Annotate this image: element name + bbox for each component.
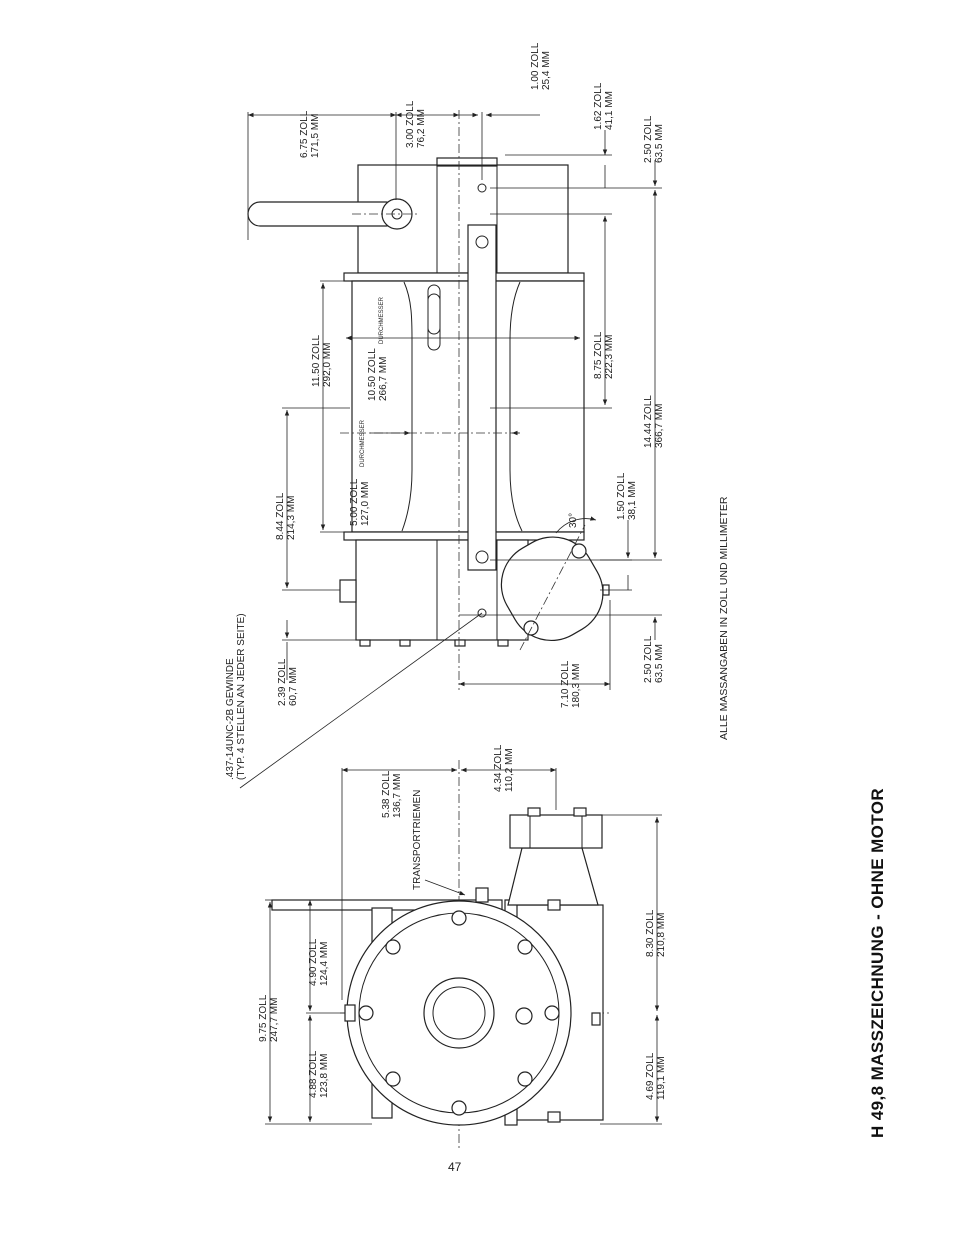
dim-4-34-mm: 110,2 MM	[504, 748, 515, 792]
dim-7-10-in: 7.10 ZOLL	[560, 660, 571, 708]
dim-10-50-sub: DURCHMESSER	[379, 296, 385, 344]
dim-4-34-in: 4.34 ZOLL	[493, 744, 504, 792]
dim-5-00-sub: DURCHMESSER	[360, 419, 366, 467]
thread-note-line1: .437-14UNC-2B GEWINDE	[225, 658, 236, 780]
page-title: H 49,8 MASSZEICHNUNG - OHNE MOTOR	[868, 787, 887, 1138]
dim-5-00-in: 5.00 ZOLL	[349, 478, 360, 526]
dim-2-39-in: 2.39 ZOLL	[277, 658, 288, 706]
dim-6-75-mm: 171,5 MM	[310, 114, 321, 158]
dim-2-50-bottom-mm: 63,5 MM	[654, 644, 665, 683]
svg-text:1.50 ZOLL38,1 MM: 1.50 ZOLL38,1 MM	[616, 472, 638, 520]
svg-text:1.00 ZOLL25,4 MM: 1.00 ZOLL25,4 MM	[530, 42, 552, 90]
dim-11-50-in: 11.50 ZOLL	[311, 334, 322, 387]
dim-8-44-in: 8.44 ZOLL	[275, 492, 286, 540]
dim-1-50-in: 1.50 ZOLL	[616, 472, 627, 520]
svg-text:4.34 ZOLL110,2 MM: 4.34 ZOLL110,2 MM	[493, 744, 515, 792]
svg-text:4.90 ZOLL124,4 MM: 4.90 ZOLL124,4 MM	[308, 938, 330, 986]
dim-7-10-mm: 180,3 MM	[571, 664, 582, 708]
svg-text:8.75 ZOLL222,3 MM: 8.75 ZOLL222,3 MM	[593, 331, 615, 379]
dim-2-50-bottom-in: 2.50 ZOLL	[643, 635, 654, 683]
winch-end-view	[271, 760, 610, 1150]
page-number: 47	[448, 1160, 462, 1174]
svg-text:4.88 ZOLL123,8 MM: 4.88 ZOLL123,8 MM	[308, 1050, 330, 1098]
end-view-dimensions	[265, 767, 662, 1125]
svg-text:5.38 ZOLL136,7 MM: 5.38 ZOLL136,7 MM	[381, 770, 403, 818]
dim-11-50-mm: 292,0 MM	[322, 343, 333, 387]
units-footnote: ALLE MASSANGABEN IN ZOLL UND MILLIMETER	[718, 496, 730, 740]
dim-3-00-mm: 76,2 MM	[416, 109, 427, 148]
svg-text:3.00 ZOLL76,2 MM: 3.00 ZOLL76,2 MM	[405, 100, 427, 148]
dim-2-50-top-mm: 63,5 MM	[654, 124, 665, 163]
dim-14-44-in: 14.44 ZOLL	[643, 395, 654, 448]
dim-1-62-in: 1.62 ZOLL	[593, 82, 604, 130]
end-view-labels: 5.38 ZOLL136,7 MM 4.34 ZOLL110,2 MM TRAN…	[258, 744, 667, 1100]
dim-4-90-mm: 124,4 MM	[319, 942, 330, 986]
dim-8-75-in: 8.75 ZOLL	[593, 331, 604, 379]
dim-1-50-mm: 38,1 MM	[627, 481, 638, 520]
svg-text:11.50 ZOLL292,0 MM: 11.50 ZOLL292,0 MM	[311, 334, 333, 387]
dim-6-75-in: 6.75 ZOLL	[299, 110, 310, 158]
dim-1-00-mm: 25,4 MM	[541, 51, 552, 90]
dim-10-50-mm: 266,7 MM	[378, 357, 389, 401]
dim-8-44-mm: 214,3 MM	[286, 496, 297, 540]
dim-8-30-in: 8.30 ZOLL	[645, 909, 656, 957]
dim-4-88-in: 4.88 ZOLL	[308, 1050, 319, 1098]
dim-10-50-in: 10.50 ZOLL	[367, 348, 378, 401]
dim-9-75-mm: 247,7 MM	[269, 998, 280, 1042]
thread-note-line2: (TYP. 4 STELLEN AN JEDER SEITE)	[236, 613, 247, 780]
dim-1-00-in: 1.00 ZOLL	[530, 42, 541, 90]
svg-text:2.50 ZOLL63,5 MM: 2.50 ZOLL63,5 MM	[643, 115, 665, 163]
svg-text:1.62 ZOLL41,1 MM: 1.62 ZOLL41,1 MM	[593, 82, 615, 130]
dim-8-75-mm: 222,3 MM	[604, 335, 615, 379]
svg-text:10.50 ZOLL266,7 MM: 10.50 ZOLL266,7 MM	[367, 348, 389, 401]
dim-1-62-mm: 41,1 MM	[604, 91, 615, 130]
svg-text:2.39 ZOLL60,7 MM: 2.39 ZOLL60,7 MM	[277, 658, 299, 706]
transport-strap-label: TRANSPORTRIEMEN	[412, 790, 423, 890]
svg-text:14.44 ZOLL366,7 MM: 14.44 ZOLL366,7 MM	[643, 395, 665, 448]
dim-4-88-mm: 123,8 MM	[319, 1054, 330, 1098]
dim-8-30-mm: 210,8 MM	[656, 913, 667, 957]
dim-4-90-in: 4.90 ZOLL	[308, 938, 319, 986]
dim-4-69-mm: 119,1 MM	[656, 1056, 667, 1100]
dim-5-38-in: 5.38 ZOLL	[381, 770, 392, 818]
dim-2-39-mm: 60,7 MM	[288, 667, 299, 706]
svg-text:.437-14UNC-2B GEWINDE(TYP. 4 S: .437-14UNC-2B GEWINDE(TYP. 4 STELLEN AN …	[225, 613, 247, 780]
svg-text:4.69 ZOLL119,1 MM: 4.69 ZOLL119,1 MM	[645, 1052, 667, 1100]
dim-3-00-in: 3.00 ZOLL	[405, 100, 416, 148]
svg-text:5.00 ZOLL127,0 MM: 5.00 ZOLL127,0 MM	[349, 478, 371, 526]
side-view-dimensions	[239, 112, 662, 789]
dim-5-38-mm: 136,7 MM	[392, 774, 403, 818]
dim-14-44-mm: 366,7 MM	[654, 404, 665, 448]
dim-5-00-mm: 127,0 MM	[360, 482, 371, 526]
svg-text:8.44 ZOLL214,3 MM: 8.44 ZOLL214,3 MM	[275, 492, 297, 540]
svg-text:9.75 ZOLL247,7 MM: 9.75 ZOLL247,7 MM	[258, 994, 280, 1042]
svg-text:8.30 ZOLL210,8 MM: 8.30 ZOLL210,8 MM	[645, 909, 667, 957]
dim-2-50-top-in: 2.50 ZOLL	[643, 115, 654, 163]
svg-text:6.75 ZOLL171,5 MM: 6.75 ZOLL171,5 MM	[299, 110, 321, 158]
dim-9-75-in: 9.75 ZOLL	[258, 994, 269, 1042]
svg-text:7.10 ZOLL180,3 MM: 7.10 ZOLL180,3 MM	[560, 660, 582, 708]
winch-side-view	[247, 110, 610, 690]
dim-4-69-in: 4.69 ZOLL	[645, 1052, 656, 1100]
svg-text:2.50 ZOLL63,5 MM: 2.50 ZOLL63,5 MM	[643, 635, 665, 683]
side-view-labels: 6.75 ZOLL171,5 MM 3.00 ZOLL76,2 MM 1.00 …	[225, 42, 665, 780]
angle-label: 30°	[568, 513, 579, 528]
